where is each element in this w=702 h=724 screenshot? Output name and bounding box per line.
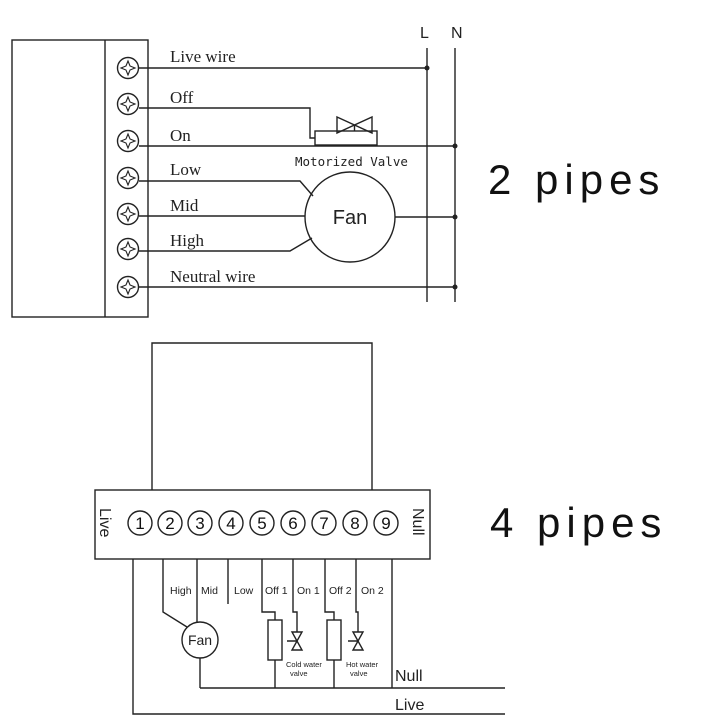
screw-icon bbox=[119, 132, 137, 150]
wire-label-off-1: Off 1 bbox=[265, 585, 288, 597]
label-cold-valve-line-2: valve bbox=[290, 669, 308, 678]
terminal-9: 9 bbox=[373, 510, 399, 536]
wire-label-off-2: Off 2 bbox=[329, 585, 352, 597]
terminal-off bbox=[116, 92, 140, 116]
terminal-on bbox=[116, 129, 140, 153]
wire-label-low: Low bbox=[234, 585, 254, 597]
hot-valve-icon bbox=[348, 631, 365, 651]
svg-text:1: 1 bbox=[135, 514, 144, 533]
four-pipes-diagram: Live Null 1 2 3 4 5 6 7 8 9 High Mid Low… bbox=[94, 342, 667, 715]
wire-on-2 bbox=[355, 559, 359, 632]
wire-off-1 bbox=[261, 559, 276, 620]
svg-text:9: 9 bbox=[381, 514, 390, 533]
wire-live bbox=[132, 559, 505, 715]
svg-text:7: 7 bbox=[319, 514, 328, 533]
junction-dot bbox=[424, 65, 430, 71]
terminal-mid bbox=[116, 202, 140, 226]
screw-icon bbox=[119, 59, 137, 77]
svg-text:4: 4 bbox=[226, 514, 235, 533]
label-fan: Fan bbox=[333, 207, 367, 229]
wire-on-1 bbox=[292, 559, 298, 632]
svg-text:6: 6 bbox=[288, 514, 297, 533]
label-off: Off bbox=[170, 88, 194, 107]
label-on: On bbox=[170, 126, 191, 145]
terminal-low bbox=[116, 166, 140, 190]
wire-label-on-2: On 2 bbox=[361, 585, 384, 597]
junction-dot bbox=[452, 284, 458, 290]
label-n: N bbox=[451, 25, 463, 42]
controller-body bbox=[151, 342, 373, 490]
svg-text:2: 2 bbox=[165, 514, 174, 533]
svg-text:3: 3 bbox=[195, 514, 204, 533]
terminal-live bbox=[116, 56, 140, 80]
hot-valve-actuator bbox=[326, 619, 342, 661]
side-label-null: Null bbox=[409, 508, 426, 536]
terminal-5: 5 bbox=[249, 510, 275, 536]
controller-body bbox=[11, 39, 149, 318]
svg-text:5: 5 bbox=[257, 514, 266, 533]
bus-label-live: Live bbox=[395, 697, 424, 714]
wire-off bbox=[139, 107, 315, 139]
terminal-6: 6 bbox=[280, 510, 306, 536]
label-hot-valve-line-2: valve bbox=[350, 669, 368, 678]
screw-icon bbox=[119, 169, 137, 187]
label-fan: Fan bbox=[188, 632, 212, 648]
terminal-1: 1 bbox=[127, 510, 153, 536]
caption-4-pipes: 4 pipes bbox=[490, 499, 667, 546]
svg-text:8: 8 bbox=[350, 514, 359, 533]
screw-icon bbox=[119, 278, 137, 296]
terminal-4: 4 bbox=[218, 510, 244, 536]
wire-low bbox=[139, 180, 314, 197]
screw-icon bbox=[119, 95, 137, 113]
label-l: L bbox=[420, 25, 429, 42]
terminal-8: 8 bbox=[342, 510, 368, 536]
terminal-3: 3 bbox=[187, 510, 213, 536]
terminal-2: 2 bbox=[157, 510, 183, 536]
cold-valve-actuator bbox=[267, 619, 283, 661]
label-high: High bbox=[170, 231, 205, 250]
terminal-7: 7 bbox=[311, 510, 337, 536]
motorized-valve-icon bbox=[314, 115, 378, 146]
junction-dot bbox=[452, 143, 458, 149]
label-live-wire: Live wire bbox=[170, 47, 236, 66]
label-neutral-wire: Neutral wire bbox=[170, 267, 255, 286]
label-cold-valve-line-1: Cold water bbox=[286, 660, 322, 669]
wire-high bbox=[162, 559, 188, 628]
junction-dot bbox=[452, 214, 458, 220]
side-label-live: Live bbox=[96, 508, 113, 537]
two-pipes-diagram: Live wire Off On Low Mid High Neutral wi… bbox=[11, 25, 665, 318]
wire-label-high: High bbox=[170, 585, 192, 597]
screw-icon bbox=[119, 240, 137, 258]
screw-icon bbox=[119, 205, 137, 223]
wire-off-2 bbox=[324, 559, 335, 620]
bus-label-null: Null bbox=[395, 668, 423, 685]
label-low: Low bbox=[170, 160, 202, 179]
caption-2-pipes: 2 pipes bbox=[488, 156, 665, 203]
wire-high bbox=[139, 237, 313, 252]
wire-label-mid: Mid bbox=[201, 585, 218, 597]
terminal-high bbox=[116, 237, 140, 261]
label-mid: Mid bbox=[170, 196, 199, 215]
label-hot-valve-line-1: Hot water bbox=[346, 660, 379, 669]
wire-label-on-1: On 1 bbox=[297, 585, 320, 597]
cold-valve-icon bbox=[287, 631, 304, 651]
label-motorized-valve: Motorized Valve bbox=[295, 154, 408, 169]
terminal-neutral bbox=[116, 275, 140, 299]
